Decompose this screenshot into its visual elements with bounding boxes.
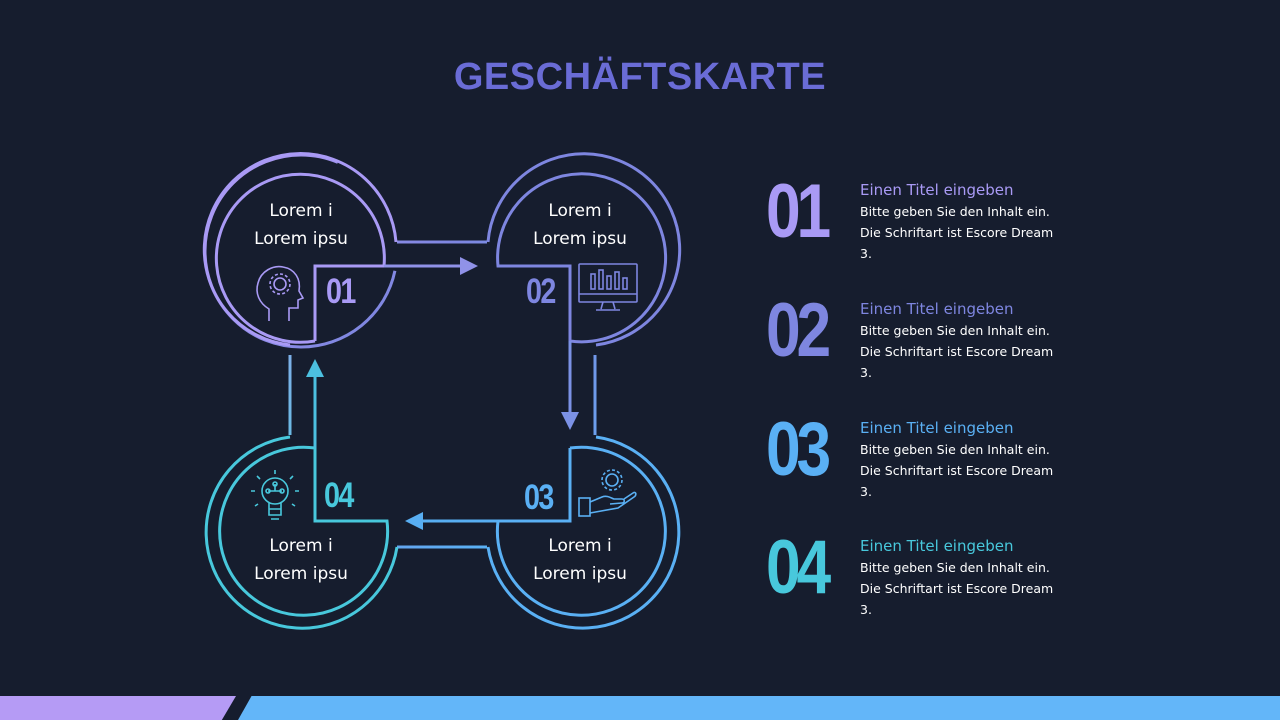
list-title-04: Einen Titel eingeben (860, 537, 1014, 555)
circle-01 (202, 152, 398, 347)
circle-03-label: Lorem i Lorem ipsu (500, 532, 660, 588)
arrow-02-to-03-head (561, 412, 579, 430)
list-body-04-line2: Die Schriftart ist Escore Dream (860, 581, 1054, 596)
circle-02-line1: Lorem i (548, 201, 612, 221)
list-number-03: 03 (766, 407, 831, 492)
arrow-01-to-02-head (460, 257, 478, 275)
list-body-03-line1: Bitte geben Sie den Inhalt ein. (860, 442, 1050, 457)
circle-02-line2: Lorem ipsu (533, 229, 627, 249)
list-body-01-line3: 3. (860, 246, 872, 261)
ring-01-outer (202, 152, 398, 347)
ring-03-outer (486, 435, 681, 630)
list-title-03: Einen Titel eingeben (860, 419, 1014, 437)
head-gear-icon (256, 265, 305, 321)
circle-04-line1: Lorem i (269, 536, 333, 556)
ring-01-inner (214, 172, 386, 344)
list-body-02-line1: Bitte geben Sie den Inhalt ein. (860, 323, 1050, 338)
list-body-02-line2: Die Schriftart ist Escore Dream (860, 344, 1054, 359)
circle-01-line2: Lorem ipsu (254, 229, 348, 249)
list-number-04: 04 (766, 525, 831, 610)
monitor-chart-icon (578, 263, 638, 311)
list-title-01: Einen Titel eingeben (860, 181, 1014, 199)
ring-04-outer (204, 435, 399, 630)
circle-03-line2: Lorem ipsu (533, 564, 627, 584)
flow-arrows (306, 257, 579, 530)
list-body-04: Bitte geben Sie den Inhalt ein. Die Schr… (860, 557, 1060, 620)
list-title-02: Einen Titel eingeben (860, 300, 1014, 318)
list-item-02: 02 Einen Titel eingeben Bitte geben Sie … (766, 293, 1086, 399)
ring-03-inner (495, 445, 667, 617)
circle-02-number: 02 (526, 272, 556, 311)
list-body-04-line3: 3. (860, 602, 872, 617)
list-item-04: 04 Einen Titel eingeben Bitte geben Sie … (766, 530, 1086, 636)
ring-02-outer (486, 152, 682, 347)
circle-01-number: 01 (326, 272, 356, 311)
list-body-01-line1: Bitte geben Sie den Inhalt ein. (860, 204, 1050, 219)
list-body-01: Bitte geben Sie den Inhalt ein. Die Schr… (860, 201, 1060, 264)
list-item-01: 01 Einen Titel eingeben Bitte geben Sie … (766, 174, 1086, 280)
lightbulb-icon (251, 470, 299, 520)
list-body-02: Bitte geben Sie den Inhalt ein. Die Schr… (860, 320, 1060, 383)
circle-04-number: 04 (324, 476, 354, 515)
list-number-02: 02 (766, 288, 831, 373)
circle-01-line1: Lorem i (269, 201, 333, 221)
list-body-04-line1: Bitte geben Sie den Inhalt ein. (860, 560, 1050, 575)
ring-02-inner (496, 172, 668, 344)
circle-02-label: Lorem i Lorem ipsu (500, 197, 660, 253)
circle-03-line1: Lorem i (548, 536, 612, 556)
circle-02 (486, 152, 682, 347)
list-body-03-line3: 3. (860, 484, 872, 499)
list-body-03: Bitte geben Sie den Inhalt ein. Die Schr… (860, 439, 1060, 502)
list-body-01-line2: Die Schriftart ist Escore Dream (860, 225, 1054, 240)
circle-04-line2: Lorem ipsu (254, 564, 348, 584)
circle-04-label: Lorem i Lorem ipsu (221, 532, 381, 588)
list-item-03: 03 Einen Titel eingeben Bitte geben Sie … (766, 412, 1086, 518)
footer-bar-blue (238, 696, 1280, 720)
footer-bar-purple (0, 696, 236, 720)
circle-04 (204, 435, 399, 630)
hand-gear-icon (578, 469, 637, 517)
ring-04-inner (218, 445, 390, 617)
list-body-02-line3: 3. (860, 365, 872, 380)
circle-01-label: Lorem i Lorem ipsu (221, 197, 381, 253)
list-body-03-line2: Die Schriftart ist Escore Dream (860, 463, 1054, 478)
circle-03 (486, 435, 681, 630)
arrow-04-to-01-head (306, 359, 324, 377)
list-number-01: 01 (766, 169, 831, 254)
arrow-03-to-04-head (405, 512, 423, 530)
page-title: GESCHÄFTSKARTE (453, 56, 827, 98)
circle-03-number: 03 (524, 478, 554, 517)
